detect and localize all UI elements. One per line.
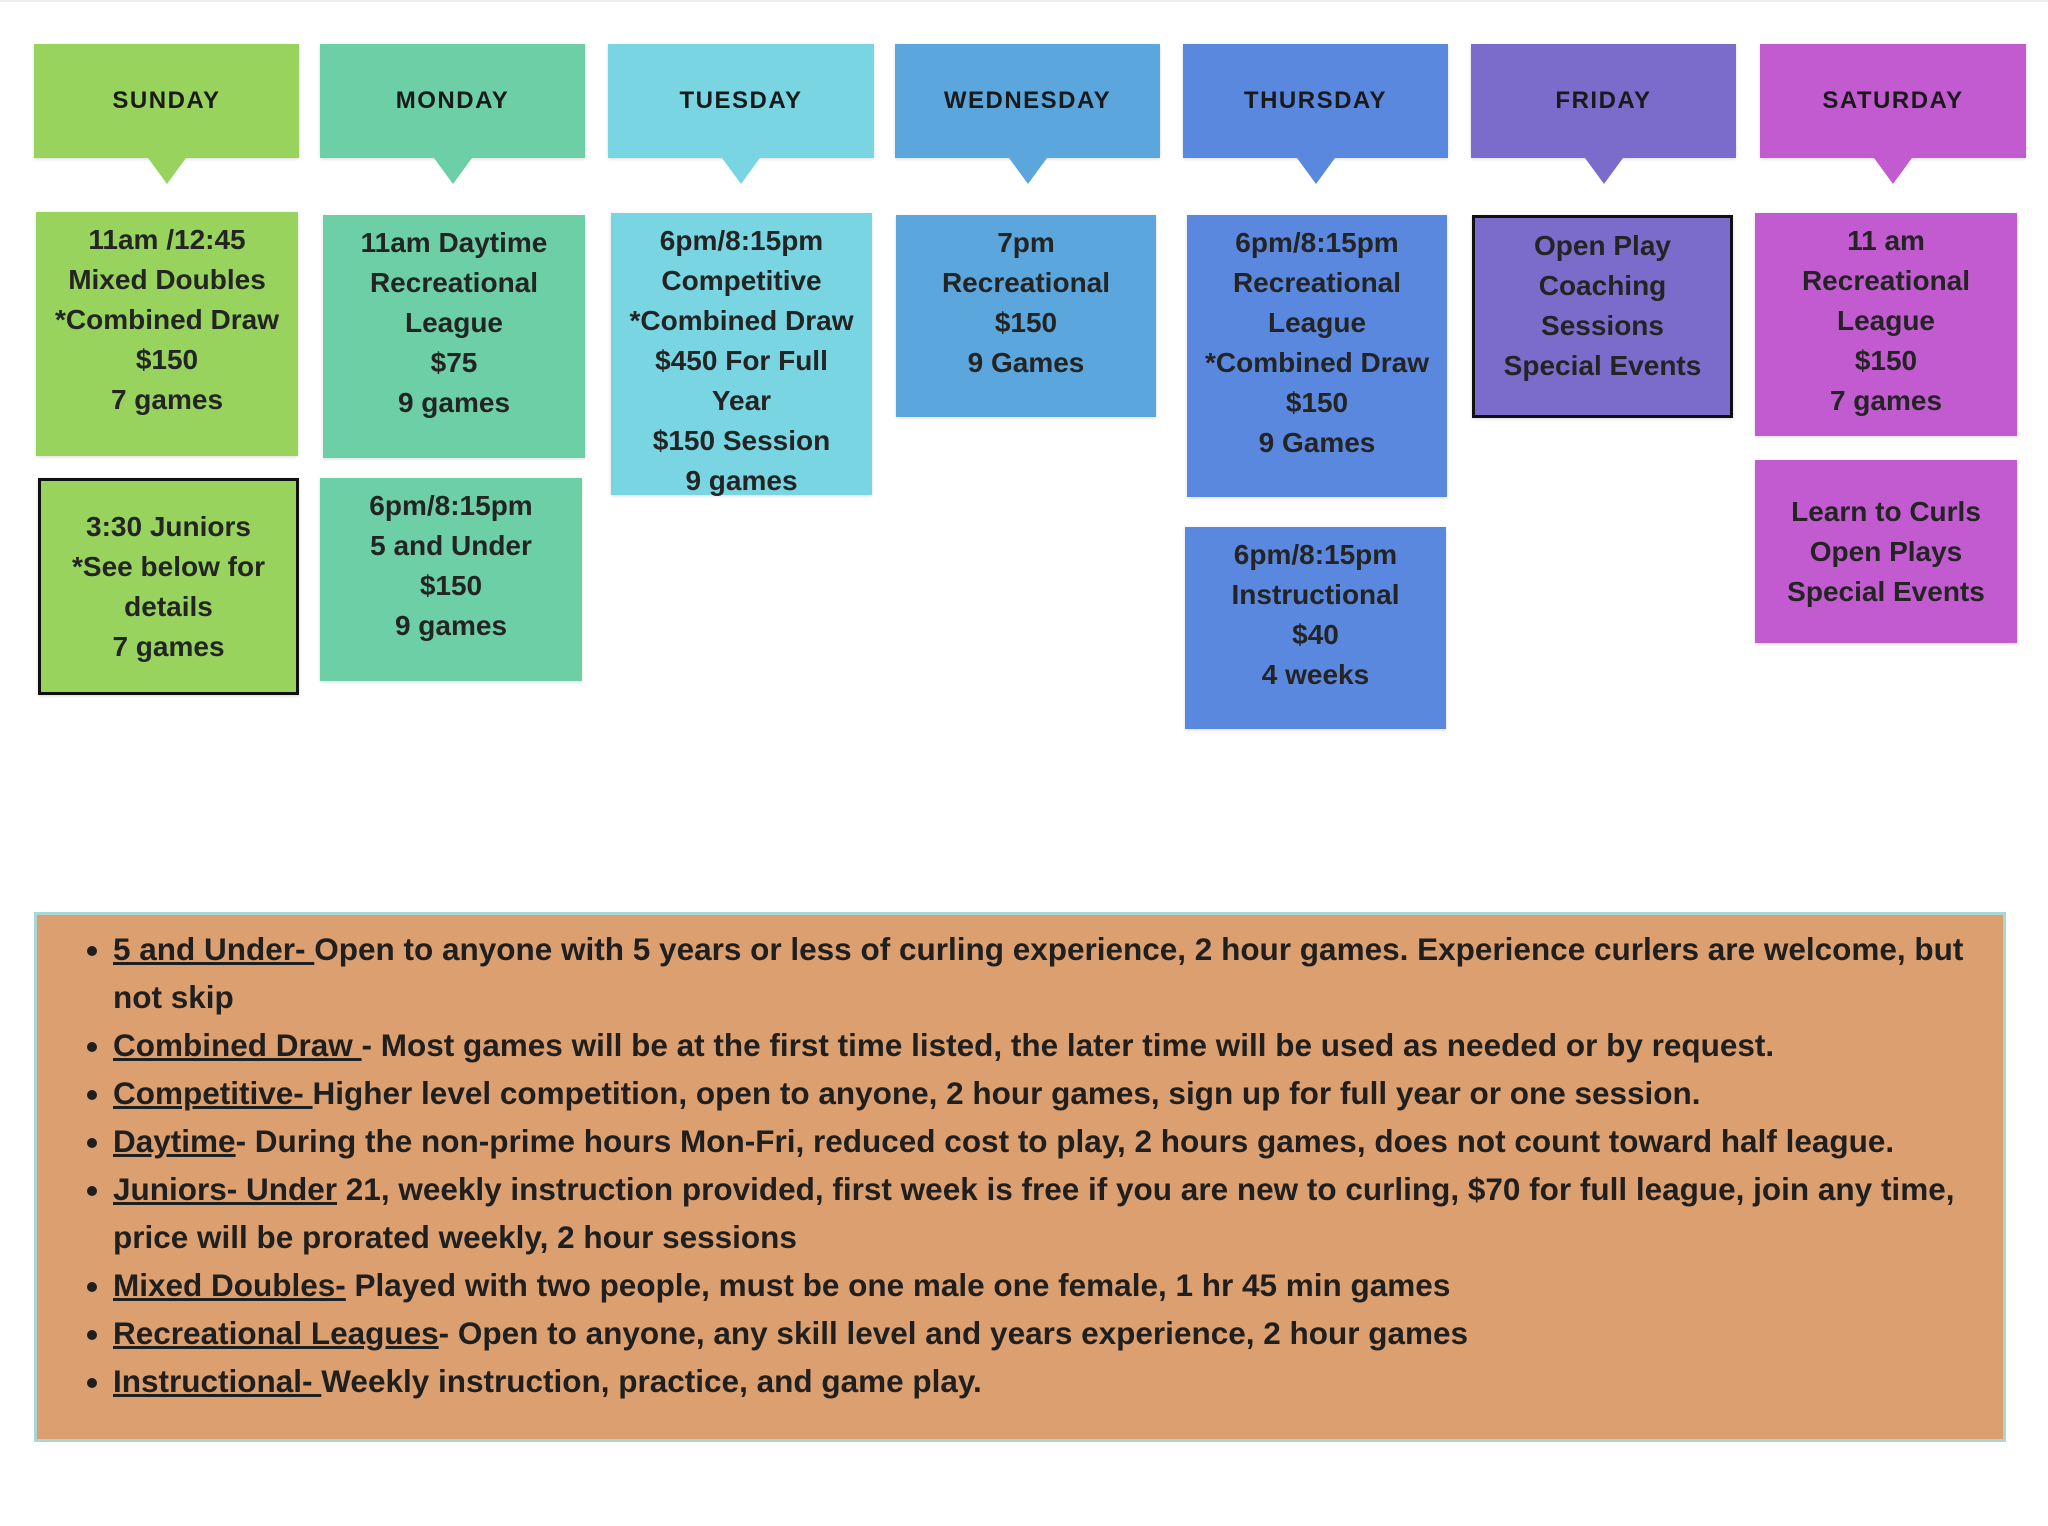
day-pointer-thursday xyxy=(1296,158,1335,184)
glossary-item: Combined Draw - Most games will be at th… xyxy=(113,1021,1989,1069)
glossary-item: Juniors- Under 21, weekly instruction pr… xyxy=(113,1165,1989,1261)
glossary-description: Played with two people, must be one male… xyxy=(345,1267,1451,1303)
event-card-tuesday-1: 6pm/8:15pm Competitive *Combined Draw $4… xyxy=(611,213,872,496)
day-header-tuesday: TUESDAY xyxy=(608,44,874,158)
event-card-sunday-2: 3:30 Juniors *See below for details 7 ga… xyxy=(38,478,299,695)
event-card-sunday-1: 11am /12:45 Mixed Doubles *Combined Draw… xyxy=(36,212,298,456)
event-card-text: 6pm/8:15pm 5 and Under $150 9 games xyxy=(369,490,533,641)
glossary-description: Open to anyone with 5 years or less of c… xyxy=(113,931,1964,1015)
glossary-description: - During the non-prime hours Mon-Fri, re… xyxy=(235,1123,1895,1159)
event-card-text: 11am Daytime Recreational League $75 9 g… xyxy=(360,227,548,418)
glossary-item: Recreational Leagues- Open to anyone, an… xyxy=(113,1309,1989,1357)
glossary-description: Higher level competition, open to anyone… xyxy=(312,1075,1701,1111)
day-header-monday: MONDAY xyxy=(320,44,585,158)
day-pointer-saturday xyxy=(1874,158,1912,184)
event-card-saturday-2: Learn to Curls Open Plays Special Events xyxy=(1755,460,2017,643)
glossary-term: Juniors- Under xyxy=(113,1171,338,1207)
day-pointer-tuesday xyxy=(722,158,760,184)
glossary-term: 5 and Under- xyxy=(113,931,315,967)
glossary-item: Competitive- Higher level competition, o… xyxy=(113,1069,1989,1117)
event-card-text: 6pm/8:15pm Instructional $40 4 weeks xyxy=(1231,539,1400,690)
glossary-item: Mixed Doubles- Played with two people, m… xyxy=(113,1261,1989,1309)
glossary-term: Daytime xyxy=(113,1123,236,1159)
event-card-text: Learn to Curls Open Plays Special Events xyxy=(1787,495,1985,607)
day-pointer-friday xyxy=(1584,158,1623,184)
day-header-sunday: SUNDAY xyxy=(34,44,299,158)
glossary-panel: 5 and Under- Open to anyone with 5 years… xyxy=(34,912,2006,1442)
day-pointer-monday xyxy=(433,158,472,184)
glossary-term: Competitive- xyxy=(113,1075,313,1111)
event-card-text: 3:30 Juniors *See below for details 7 ga… xyxy=(72,510,265,662)
event-card-thursday-2: 6pm/8:15pm Instructional $40 4 weeks xyxy=(1185,527,1446,729)
day-header-thursday: THURSDAY xyxy=(1183,44,1448,158)
top-divider xyxy=(0,0,2048,2)
glossary-list: 5 and Under- Open to anyone with 5 years… xyxy=(37,915,2003,1405)
event-card-text: 11 am Recreational League $150 7 games xyxy=(1801,225,1971,416)
event-card-text: 11am /12:45 Mixed Doubles *Combined Draw… xyxy=(54,224,280,415)
glossary-term: Instructional- xyxy=(113,1363,322,1399)
event-card-monday-1: 11am Daytime Recreational League $75 9 g… xyxy=(323,215,585,458)
event-card-text: 6pm/8:15pm Competitive *Combined Draw $4… xyxy=(629,225,854,496)
glossary-description: - Open to anyone, any skill level and ye… xyxy=(438,1315,1469,1351)
day-header-wednesday: WEDNESDAY xyxy=(895,44,1160,158)
event-card-text: 7pm Recreational $150 9 Games xyxy=(941,227,1111,378)
glossary-term: Mixed Doubles- xyxy=(113,1267,346,1303)
glossary-description: Weekly instruction, practice, and game p… xyxy=(321,1363,982,1399)
event-card-friday-1: Open Play Coaching Sessions Special Even… xyxy=(1472,215,1733,418)
event-card-saturday-1: 11 am Recreational League $150 7 games xyxy=(1755,213,2017,436)
glossary-term: Combined Draw xyxy=(113,1027,362,1063)
glossary-term: Recreational Leagues xyxy=(113,1315,439,1351)
event-card-text: Open Play Coaching Sessions Special Even… xyxy=(1503,230,1702,381)
day-pointer-sunday xyxy=(147,158,186,184)
event-card-wednesday-1: 7pm Recreational $150 9 Games xyxy=(896,215,1156,417)
event-card-text: 6pm/8:15pm Recreational League *Combined… xyxy=(1204,227,1430,458)
day-pointer-wednesday xyxy=(1008,158,1047,184)
day-header-friday: FRIDAY xyxy=(1471,44,1736,158)
glossary-item: Daytime- During the non-prime hours Mon-… xyxy=(113,1117,1989,1165)
glossary-item: Instructional- Weekly instruction, pract… xyxy=(113,1357,1989,1405)
glossary-item: 5 and Under- Open to anyone with 5 years… xyxy=(113,925,1989,1021)
glossary-description: 21, weekly instruction provided, first w… xyxy=(113,1171,1955,1255)
glossary-description: - Most games will be at the first time l… xyxy=(361,1027,1775,1063)
event-card-monday-2: 6pm/8:15pm 5 and Under $150 9 games xyxy=(320,478,582,681)
event-card-thursday-1: 6pm/8:15pm Recreational League *Combined… xyxy=(1187,215,1447,497)
day-header-saturday: SATURDAY xyxy=(1760,44,2026,158)
